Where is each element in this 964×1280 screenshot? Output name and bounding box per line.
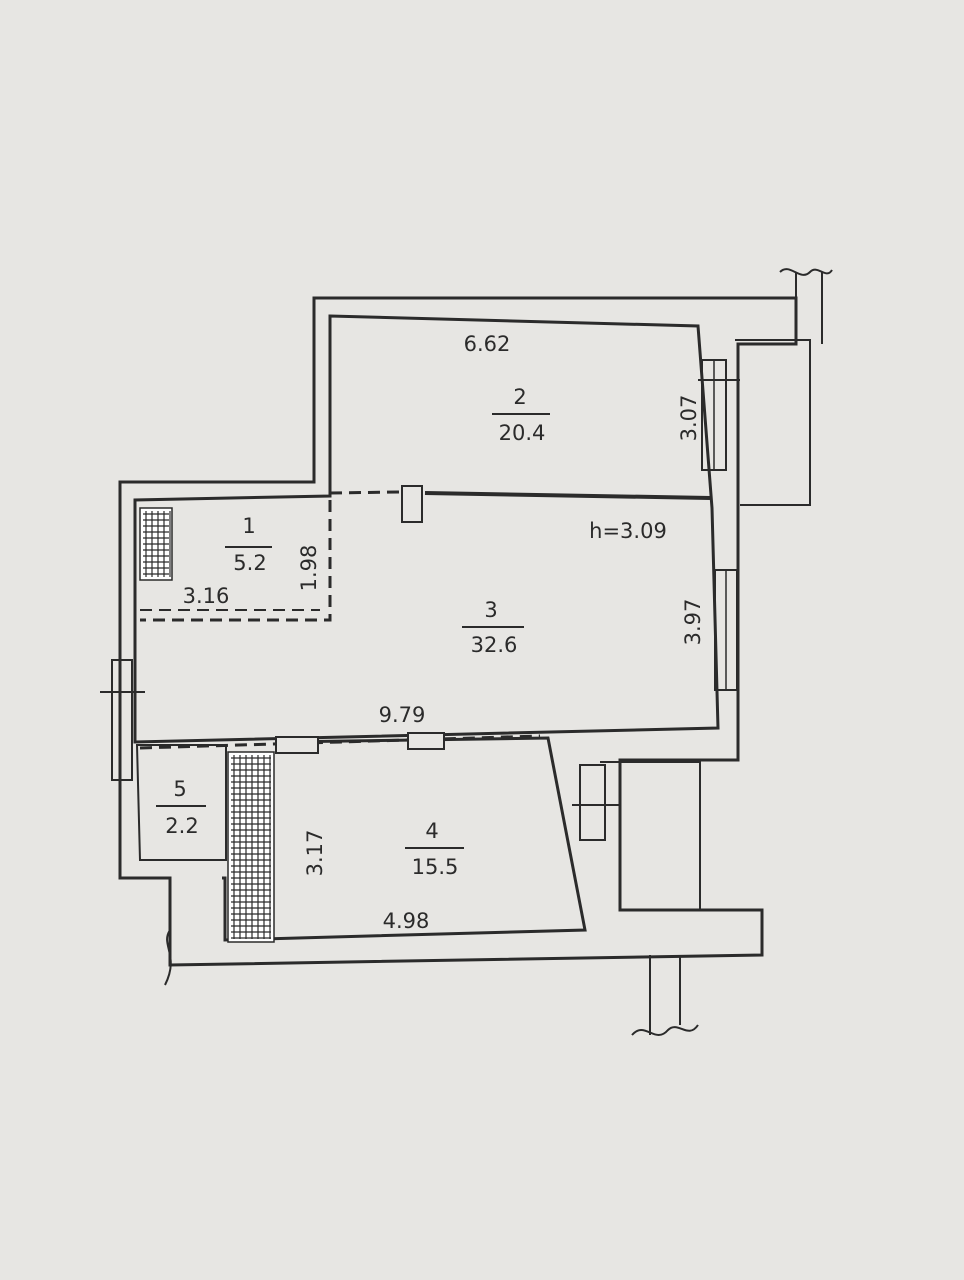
- wall-break-left: [164, 929, 172, 986]
- room2-area: 20.4: [499, 421, 546, 445]
- door-room2: [401, 485, 423, 523]
- room5-wall: [135, 744, 227, 861]
- room4-area: 15.5: [412, 855, 459, 879]
- wall-break-bottom: [631, 955, 699, 1036]
- room2-width-label: 6.62: [464, 332, 511, 356]
- door-room4-a: [275, 736, 319, 754]
- room4-width-label: 4.98: [383, 909, 430, 933]
- window-room4: [572, 764, 620, 841]
- room2-number: 2: [513, 385, 526, 409]
- room4-number: 4: [425, 819, 438, 843]
- outer-wall: [118, 296, 798, 967]
- room1-width-label: 3.16: [183, 584, 230, 608]
- door-room4-b: [407, 732, 445, 750]
- room5-area: 2.2: [165, 814, 198, 838]
- room1-dashed-border: [140, 500, 332, 622]
- vent-shaft-small: [139, 507, 173, 581]
- partition-room2-solid: [424, 491, 711, 500]
- room1-area: 5.2: [233, 551, 266, 575]
- room4-depth-label: 3.17: [303, 830, 327, 877]
- vent-shaft-large: [227, 751, 275, 943]
- window-room3: [714, 569, 738, 691]
- room3-area: 32.6: [471, 633, 518, 657]
- window-room2: [698, 359, 740, 471]
- room3-room4-boundary: [139, 734, 541, 750]
- room3-number: 3: [484, 598, 497, 622]
- room1-depth-label: 1.98: [297, 545, 321, 592]
- balcony-bottom: [600, 761, 701, 910]
- room3-depth-label: 3.97: [681, 599, 705, 646]
- room5-number: 5: [173, 777, 186, 801]
- room2-depth-label: 3.07: [677, 395, 701, 442]
- room3-length-label: 9.79: [379, 703, 426, 727]
- balcony-top: [735, 339, 811, 506]
- window-left: [100, 659, 145, 781]
- ceiling-height: h=3.09: [589, 519, 667, 543]
- room4-wall: [222, 736, 587, 942]
- wall-break-top: [779, 268, 833, 344]
- room1-number: 1: [242, 514, 255, 538]
- partition-room2-dashed: [329, 490, 401, 495]
